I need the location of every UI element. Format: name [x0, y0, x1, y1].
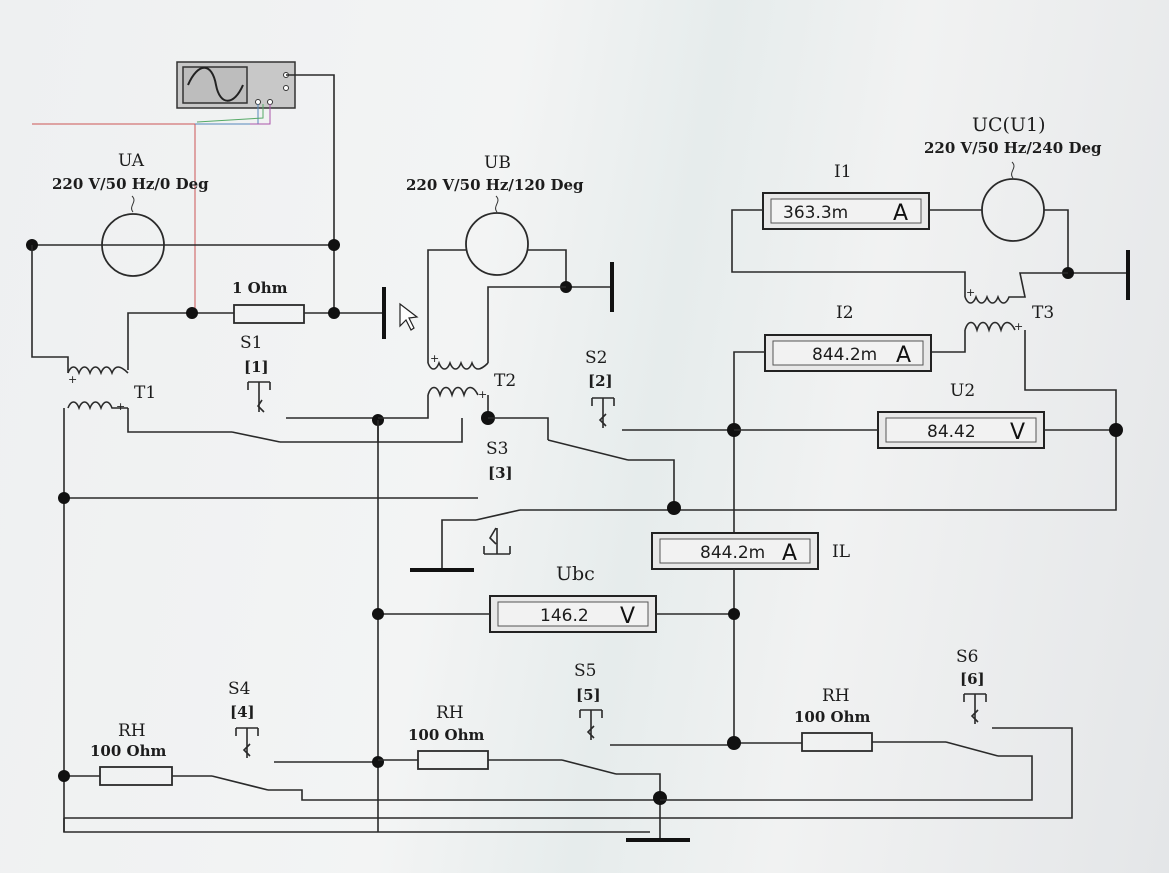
junction	[372, 756, 384, 768]
transformer-t3[interactable]: + +	[964, 272, 1068, 333]
uc-name: UC(U1)	[972, 114, 1045, 136]
t3-label: T3	[1032, 303, 1054, 323]
i1-label: I1	[834, 162, 852, 182]
ground-bar	[626, 838, 690, 842]
u2-reading: 84.42	[927, 422, 976, 442]
resistor-1ohm[interactable]	[233, 304, 305, 324]
junction	[58, 770, 70, 782]
junction	[1109, 423, 1123, 437]
ua-ac-source[interactable]	[101, 195, 165, 277]
ground-bar	[410, 568, 474, 572]
switch-s1[interactable]	[231, 381, 281, 443]
s4-name: S4	[228, 679, 250, 699]
ammeter-i1[interactable]: 363.3m A	[762, 192, 930, 230]
il-reading: 844.2m	[700, 543, 765, 563]
t1-label: T1	[134, 383, 156, 403]
svg-text:+: +	[966, 286, 975, 299]
u2-label: U2	[950, 381, 975, 401]
s3-name: S3	[486, 439, 508, 459]
ammeter-i2[interactable]: 844.2m A	[764, 334, 932, 372]
u2-unit: V	[1010, 420, 1025, 445]
junction	[728, 608, 740, 620]
s5-key: [5]	[576, 686, 601, 704]
rh3-value: 100 Ohm	[794, 708, 871, 726]
s4-key: [4]	[230, 703, 255, 721]
i1-reading: 363.3m	[783, 203, 848, 223]
i1-unit: A	[893, 201, 908, 226]
ubc-label: Ubc	[556, 563, 595, 585]
ua-spec: 220 V/50 Hz/0 Deg	[52, 175, 209, 193]
uc-spec: 220 V/50 Hz/240 Deg	[924, 139, 1102, 157]
s6-key: [6]	[960, 670, 985, 688]
s1-name: S1	[240, 333, 262, 353]
svg-text:+: +	[1014, 320, 1023, 333]
i2-unit: A	[896, 343, 911, 368]
junction	[727, 736, 741, 750]
t2-label: T2	[494, 371, 516, 391]
resistor-rh1[interactable]	[99, 766, 173, 786]
ubc-reading: 146.2	[540, 606, 589, 626]
il-unit: A	[782, 541, 797, 566]
transformer-t1[interactable]: + +	[67, 366, 129, 413]
resistor-rh2[interactable]	[417, 750, 489, 770]
transformer-t2[interactable]: + +	[427, 352, 489, 401]
ua-name: UA	[118, 151, 145, 171]
resistor-rh3[interactable]	[801, 732, 873, 752]
svg-text:+: +	[68, 373, 77, 386]
rh3-name: RH	[822, 686, 850, 706]
svg-text:+: +	[430, 352, 439, 365]
junction	[653, 791, 667, 805]
switch-s3[interactable]	[475, 509, 521, 555]
junction	[58, 492, 70, 504]
switch-s5[interactable]	[561, 709, 617, 775]
switch-s4[interactable]	[211, 727, 269, 791]
ammeter-il[interactable]: 844.2m A	[651, 532, 819, 570]
i2-reading: 844.2m	[812, 345, 877, 365]
ub-name: UB	[484, 153, 511, 173]
s6-name: S6	[956, 647, 978, 667]
il-label: IL	[832, 542, 850, 562]
ub-ac-source[interactable]	[465, 195, 529, 276]
s2-key: [2]	[588, 372, 613, 390]
junction	[667, 501, 681, 515]
s5-name: S5	[574, 661, 596, 681]
oscilloscope[interactable]	[176, 61, 296, 109]
ground-bar	[610, 262, 614, 312]
ground-bar	[382, 287, 386, 339]
ground-bar	[1126, 250, 1130, 300]
voltmeter-u2[interactable]: 84.42 V	[877, 411, 1045, 449]
svg-text:+: +	[478, 388, 487, 401]
switch-s2[interactable]	[547, 397, 629, 461]
ub-spec: 220 V/50 Hz/120 Deg	[406, 176, 584, 194]
s3-key: [3]	[488, 464, 513, 482]
ubc-unit: V	[620, 604, 635, 629]
rh1-value: 100 Ohm	[90, 742, 167, 760]
svg-text:+: +	[116, 400, 125, 413]
s2-name: S2	[585, 348, 607, 368]
rh2-name: RH	[436, 703, 464, 723]
voltmeter-ubc[interactable]: 146.2 V	[489, 595, 657, 633]
junction	[328, 239, 340, 251]
junction	[372, 608, 384, 620]
mouse-cursor-icon	[399, 302, 419, 331]
switch-s6[interactable]	[945, 693, 999, 757]
junction	[186, 307, 198, 319]
uc-ac-source[interactable]	[981, 161, 1045, 242]
resistor-value: 1 Ohm	[232, 279, 288, 297]
s1-key: [1]	[244, 358, 269, 376]
junction	[328, 307, 340, 319]
rh2-value: 100 Ohm	[408, 726, 485, 744]
rh1-name: RH	[118, 721, 146, 741]
i2-label: I2	[836, 303, 854, 323]
